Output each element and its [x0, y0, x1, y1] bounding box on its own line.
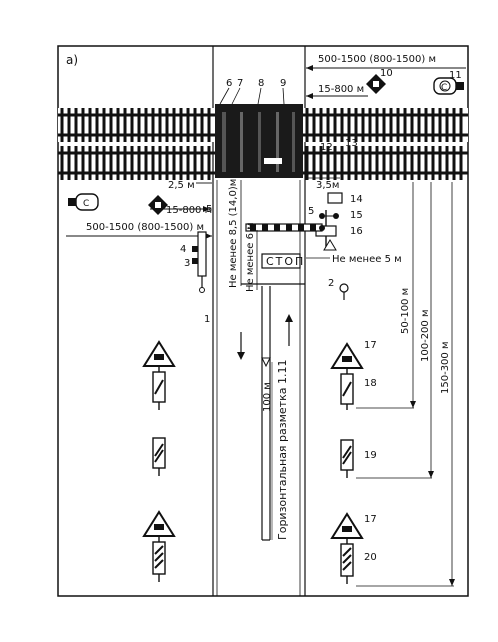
label-2: 2 [328, 278, 334, 289]
figure-frame [57, 45, 469, 597]
svg-text:3,5м: 3,5м [316, 180, 339, 191]
label-20: 20 [364, 552, 377, 563]
post-sign-2 [339, 283, 349, 300]
barrier-stripe [310, 224, 316, 231]
whistle-sign-left: С [68, 193, 99, 211]
svg-text:500-1500 (800-1500) м: 500-1500 (800-1500) м [318, 54, 436, 65]
label-12: 12 [320, 142, 333, 153]
countdown-post-20 [340, 543, 354, 584]
svg-text:15-800 м: 15-800 м [166, 205, 212, 216]
label-7: 7 [237, 78, 243, 89]
dim-not-less-8-5: Не менее 8,5 (14,0)м [228, 179, 242, 288]
label-9: 9 [280, 78, 286, 89]
marking-label: Горизонтальная разметка 1.11 [276, 360, 289, 540]
warning-sign-left-bottom [142, 510, 176, 542]
label-11: 11 [449, 70, 462, 81]
dim-15-800-left: 15-800 м [150, 205, 212, 216]
signal-box-14 [327, 192, 343, 204]
label-5-left: 5 [206, 204, 212, 215]
svg-text:С: С [83, 199, 89, 209]
leader-lines-top [219, 87, 285, 105]
svg-text:Не менее 8,5 (14,0)м: Не менее 8,5 (14,0)м [228, 179, 239, 288]
countdown-post-18 [340, 373, 354, 410]
svg-text:50-100 м: 50-100 м [400, 288, 411, 334]
warning-sign-left-top [142, 340, 176, 372]
barrier-stripe [274, 224, 280, 231]
stop-marking-box [261, 253, 301, 269]
label-6: 6 [226, 78, 232, 89]
label-14: 14 [350, 194, 363, 205]
barrier-arm [245, 223, 325, 232]
dim-150-300: 150-300 м [440, 182, 455, 586]
label-10: 10 [380, 68, 393, 79]
label-16: 16 [350, 226, 363, 237]
label-8: 8 [258, 78, 264, 89]
barrier-stripe [286, 224, 292, 231]
label-3: 3 [184, 258, 190, 269]
label-17-bottom: 17 [364, 514, 377, 525]
dim-500-1500-left: 500-1500 (800-1500) м [66, 222, 212, 239]
dim-not-less-5: Не менее 5 м [306, 254, 402, 265]
barrier-stripe [262, 224, 268, 231]
label-18: 18 [364, 378, 377, 389]
railway-track-lower [58, 146, 468, 180]
dim-100-200: 100-200 м [420, 182, 434, 478]
dim-100: 100 м [262, 362, 273, 540]
traffic-signal-left [192, 231, 207, 293]
svg-text:Не менее 5 м: Не менее 5 м [332, 254, 402, 265]
label-4: 4 [180, 244, 186, 255]
countdown-post-left-1 [152, 371, 166, 410]
dim-2-5: 2,5 м [168, 180, 212, 191]
svg-text:15-800 м: 15-800 м [318, 84, 364, 95]
label-15: 15 [350, 210, 363, 221]
traffic-arrow-up [285, 314, 293, 346]
countdown-post-left-2 [152, 437, 166, 476]
countdown-post-19 [340, 439, 354, 478]
svg-text:2,5 м: 2,5 м [168, 180, 195, 191]
diamond-sign-10 [366, 74, 386, 94]
warning-sign-17-top [330, 342, 364, 374]
label-1: 1 [204, 314, 210, 325]
dim-not-less-6: Не менее 6 м [245, 222, 258, 292]
traffic-arrow-down [237, 332, 245, 360]
svg-text:Не менее 6 м: Не менее 6 м [245, 222, 256, 292]
whistle-sign-right: С [433, 77, 464, 95]
barrier-stripe [298, 224, 304, 231]
label-5-right: 5 [308, 206, 314, 217]
label-13: 13 [345, 138, 358, 149]
dim-50-100: 50-100 м [400, 182, 416, 408]
dim-top-500-1500: 500-1500 (800-1500) м [306, 54, 466, 71]
stop-text: СТОП [266, 255, 305, 268]
crossing-deck [215, 104, 303, 178]
svg-text:150-300 м: 150-300 м [440, 341, 451, 394]
label-19: 19 [364, 450, 377, 461]
dim-3-5: 3,5м [306, 177, 340, 191]
diamond-sign-left [148, 195, 168, 215]
svg-text:500-1500 (800-1500) м: 500-1500 (800-1500) м [86, 222, 204, 233]
svg-text:100 м: 100 м [262, 382, 273, 412]
dim-extension-lines [356, 407, 454, 587]
svg-text:С: С [441, 83, 447, 93]
dim-15-800-right: 15-800 м [306, 84, 368, 99]
center-marking-1-11 [261, 286, 271, 541]
countdown-post-left-3 [152, 541, 166, 582]
barrier-stripe [250, 224, 256, 231]
label-17-top: 17 [364, 340, 377, 351]
warning-sign-17-bottom [330, 512, 364, 544]
svg-text:100-200 м: 100-200 м [420, 309, 431, 362]
figure-label: а) [66, 53, 78, 67]
